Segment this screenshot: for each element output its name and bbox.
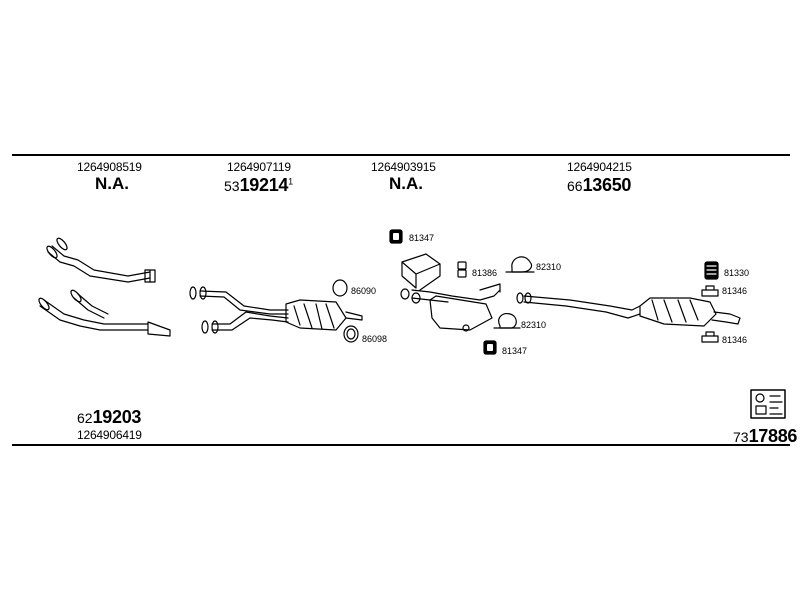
gasket-ring-top[interactable] — [332, 279, 348, 297]
bottom-divider — [12, 444, 790, 446]
label-hanger-bottom: 81347 — [502, 346, 528, 356]
label-hanger-top: 81347 — [409, 233, 435, 243]
part-prefix: 66 — [567, 178, 583, 194]
oe-number-col2: 1264907119 — [227, 160, 291, 174]
label-clamp-top: 82310 — [536, 262, 562, 272]
label-clamp-bottom: 82310 — [521, 320, 547, 330]
catalytic-converter[interactable] — [189, 286, 363, 334]
rear-bracket-bottom[interactable] — [701, 331, 719, 343]
oe-number-col1: 1264908519 — [77, 160, 142, 174]
part-number-bottom-left[interactable]: 6219203 — [77, 407, 141, 428]
oe-number-bottom-left: 1264906419 — [77, 428, 142, 442]
part-number-bottom-right[interactable]: 7317886 — [733, 426, 797, 447]
status-col3: N.A. — [389, 174, 423, 193]
oe-number-col4: 1264904215 — [567, 160, 632, 174]
gasket-ring-bottom[interactable] — [343, 325, 359, 343]
label-bracket-rear-bottom: 81346 — [722, 335, 748, 345]
middle-silencer[interactable] — [400, 253, 501, 332]
clamp-bottom[interactable] — [493, 313, 521, 329]
part-main: 19214 — [239, 175, 289, 195]
label-rubber-ring: 81386 — [472, 268, 498, 278]
label-mount-rear: 81330 — [724, 268, 750, 278]
part-main: 19203 — [92, 407, 142, 427]
rear-mount[interactable] — [704, 261, 719, 280]
rear-silencer[interactable] — [516, 292, 741, 327]
part-main: 17886 — [748, 426, 798, 446]
rubber-hanger-bottom[interactable] — [483, 340, 497, 355]
front-pipe-upper[interactable] — [45, 237, 156, 283]
top-divider — [12, 154, 790, 156]
status-col1: N.A. — [95, 174, 129, 193]
mounting-kit-icon[interactable] — [750, 389, 786, 419]
oe-number-col3: 1264903915 — [371, 160, 436, 174]
part-prefix: 73 — [733, 429, 749, 445]
part-main: 13650 — [582, 175, 632, 195]
rubber-hanger-top[interactable] — [389, 229, 403, 244]
front-pipe-lower[interactable] — [37, 289, 171, 337]
part-number-col2[interactable]: 53192141 — [224, 175, 293, 196]
part-suffix: 1 — [288, 176, 294, 187]
part-prefix: 53 — [224, 178, 240, 194]
part-prefix: 62 — [77, 410, 93, 426]
rear-bracket-top[interactable] — [701, 285, 719, 297]
label-gasket-bottom: 86098 — [362, 334, 388, 344]
clamp-top[interactable] — [505, 256, 535, 273]
label-bracket-rear-top: 81346 — [722, 286, 748, 296]
part-number-col4[interactable]: 6613650 — [567, 175, 631, 196]
label-gasket-top: 86090 — [351, 286, 377, 296]
rubber-ring[interactable] — [457, 261, 467, 278]
